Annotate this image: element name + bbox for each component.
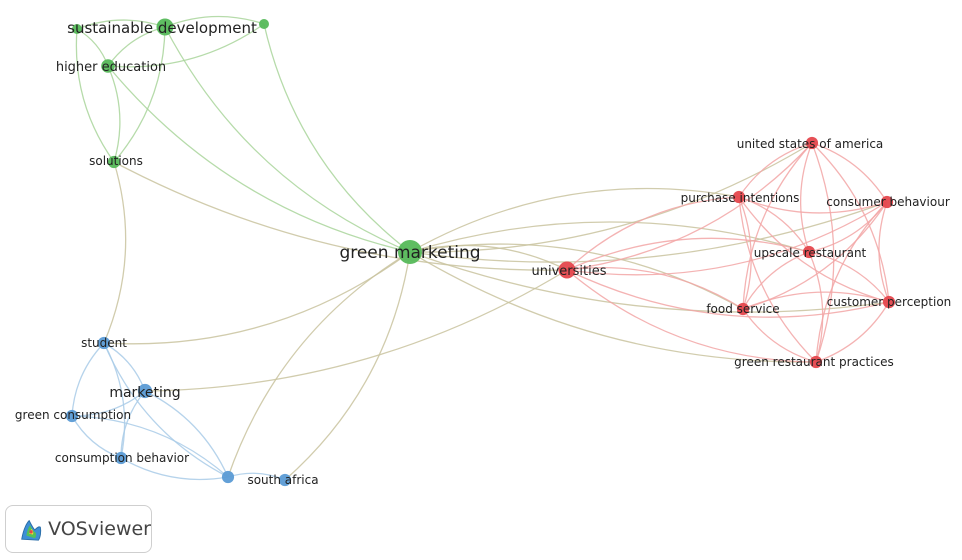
edge-green-marketing-b-bottom-mid [227, 251, 411, 478]
edge-purchase-intentions-consumer-behaviour [738, 196, 888, 214]
edge-green-marketing-customer-perception [409, 251, 890, 313]
edge-purchase-intentions-green-restaurant-practices [738, 196, 817, 363]
node-g-top-right[interactable] [259, 19, 269, 29]
label-sustainable-development[interactable]: sustainable development [67, 19, 257, 37]
labels-layer: sustainable development higher education s… [15, 19, 951, 487]
edge-sustainable-development-solutions [113, 26, 166, 163]
node-higher-education[interactable] [101, 59, 115, 73]
vosviewer-logo-icon [21, 519, 42, 541]
node-green-restaurant-practices[interactable] [809, 355, 823, 369]
edge-sustainable-development-g-top-right [164, 15, 265, 28]
edge-universities-united-states-of-america [566, 142, 813, 271]
edge-upscale-restaurant-food-service [742, 251, 810, 310]
edge-universities-food-service [566, 267, 744, 310]
edge-g-top-right-green-marketing [263, 23, 411, 253]
node-consumption-behavior[interactable] [114, 451, 128, 465]
label-food-service[interactable]: food service [706, 302, 779, 316]
edge-united-states-of-america-customer-perception [811, 142, 890, 303]
node-customer-perception[interactable] [882, 295, 896, 309]
label-green-marketing[interactable]: green marketing [339, 243, 480, 263]
edge-sustainable-development-g-top-left [76, 19, 166, 30]
edge-united-states-of-america-upscale-restaurant [799, 142, 813, 253]
edge-customer-perception-food-service [742, 291, 890, 310]
node-united-states-of-america[interactable] [805, 136, 819, 150]
label-consumer-behaviour[interactable]: consumer behaviour [826, 195, 950, 209]
edge-universities-upscale-restaurant [566, 237, 810, 271]
label-green-restaurant-practices[interactable]: green restaurant practices [734, 355, 894, 369]
edge-green-consumption-consumption-behavior [71, 415, 122, 459]
node-solutions[interactable] [107, 155, 121, 169]
label-united-states-of-america[interactable]: united states of america [737, 137, 884, 151]
edge-solutions-universities [113, 161, 568, 271]
node-purchase-intentions[interactable] [732, 190, 746, 204]
node-g-top-left[interactable] [72, 24, 82, 34]
edge-green-marketing-green-restaurant-practices [409, 251, 817, 363]
edge-customer-perception-green-restaurant-practices [815, 301, 890, 363]
edge-sustainable-development-green-marketing [164, 26, 411, 253]
label-universities[interactable]: universities [532, 264, 607, 279]
edge-united-states-of-america-consumer-behaviour [811, 142, 888, 203]
label-student[interactable]: student [81, 336, 127, 350]
edge-united-states-of-america-food-service [742, 142, 813, 310]
vosviewer-logo-text: VOSviewer [48, 518, 151, 540]
edge-consumption-behavior-b-bottom-mid [120, 457, 229, 481]
node-sustainable-development[interactable] [156, 18, 174, 36]
edge-upscale-restaurant-green-restaurant-practices [808, 251, 824, 363]
edge-student-b-bottom-mid [103, 342, 229, 478]
edge-student-marketing [103, 342, 146, 392]
label-upscale-restaurant[interactable]: upscale restaurant [754, 246, 867, 260]
edge-purchase-intentions-customer-perception [738, 196, 890, 303]
edge-consumer-behaviour-customer-perception [878, 201, 890, 303]
edge-universities-purchase-intentions [566, 196, 740, 271]
label-solutions[interactable]: solutions [89, 154, 143, 168]
edge-higher-education-green-marketing [107, 65, 411, 253]
node-universities[interactable] [558, 261, 576, 279]
edge-g-top-left-solutions [75, 28, 115, 163]
edge-green-marketing-consumer-behaviour [409, 201, 888, 263]
nodes-layer [65, 18, 896, 487]
edge-purchase-intentions-upscale-restaurant [738, 196, 810, 253]
node-food-service[interactable] [736, 302, 750, 316]
node-student[interactable] [97, 336, 111, 350]
edge-green-marketing-food-service [409, 243, 744, 310]
edge-green-marketing-student [103, 251, 411, 345]
edge-united-states-of-america-green-restaurant-practices [811, 142, 835, 363]
edge-food-service-green-restaurant-practices [742, 308, 817, 363]
edge-green-marketing-south-africa [284, 251, 411, 481]
label-south-africa[interactable]: south africa [247, 473, 318, 487]
label-customer-perception[interactable]: customer perception [827, 295, 952, 309]
edge-united-states-of-america-purchase-intentions [738, 142, 813, 198]
edge-student-green-consumption [71, 342, 105, 417]
label-purchase-intentions[interactable]: purchase intentions [681, 191, 800, 205]
edge-universities-marketing [144, 269, 568, 392]
edge-upscale-restaurant-customer-perception [808, 251, 890, 303]
label-green-consumption[interactable]: green consumption [15, 408, 131, 422]
node-south-africa[interactable] [278, 473, 292, 487]
edge-consumer-behaviour-green-restaurant-practices [815, 201, 888, 363]
node-marketing[interactable] [137, 383, 153, 399]
edge-higher-education-solutions [107, 65, 121, 163]
label-marketing[interactable]: marketing [109, 385, 180, 401]
edge-g-top-right-higher-education [107, 23, 265, 68]
edges-layer [71, 15, 890, 481]
edge-purchase-intentions-food-service [738, 196, 752, 310]
node-upscale-restaurant[interactable] [802, 245, 816, 259]
node-green-consumption[interactable] [65, 409, 79, 423]
edge-green-consumption-b-bottom-mid [71, 415, 229, 478]
edge-marketing-b-bottom-mid [144, 390, 229, 478]
node-b-bottom-mid[interactable] [221, 470, 235, 484]
label-consumption-behavior[interactable]: consumption behavior [55, 451, 189, 465]
node-consumer-behaviour[interactable] [880, 195, 894, 209]
edge-universities-customer-perception [566, 269, 890, 318]
node-green-marketing[interactable] [398, 240, 422, 264]
vosviewer-logo-badge: VOSviewer [5, 505, 152, 553]
edge-green-marketing-purchase-intentions [409, 187, 740, 253]
edge-universities-green-restaurant-practices [566, 269, 817, 363]
edge-universities-consumer-behaviour [566, 201, 888, 276]
edge-solutions-student [103, 161, 127, 344]
label-higher-education[interactable]: higher education [56, 60, 166, 75]
